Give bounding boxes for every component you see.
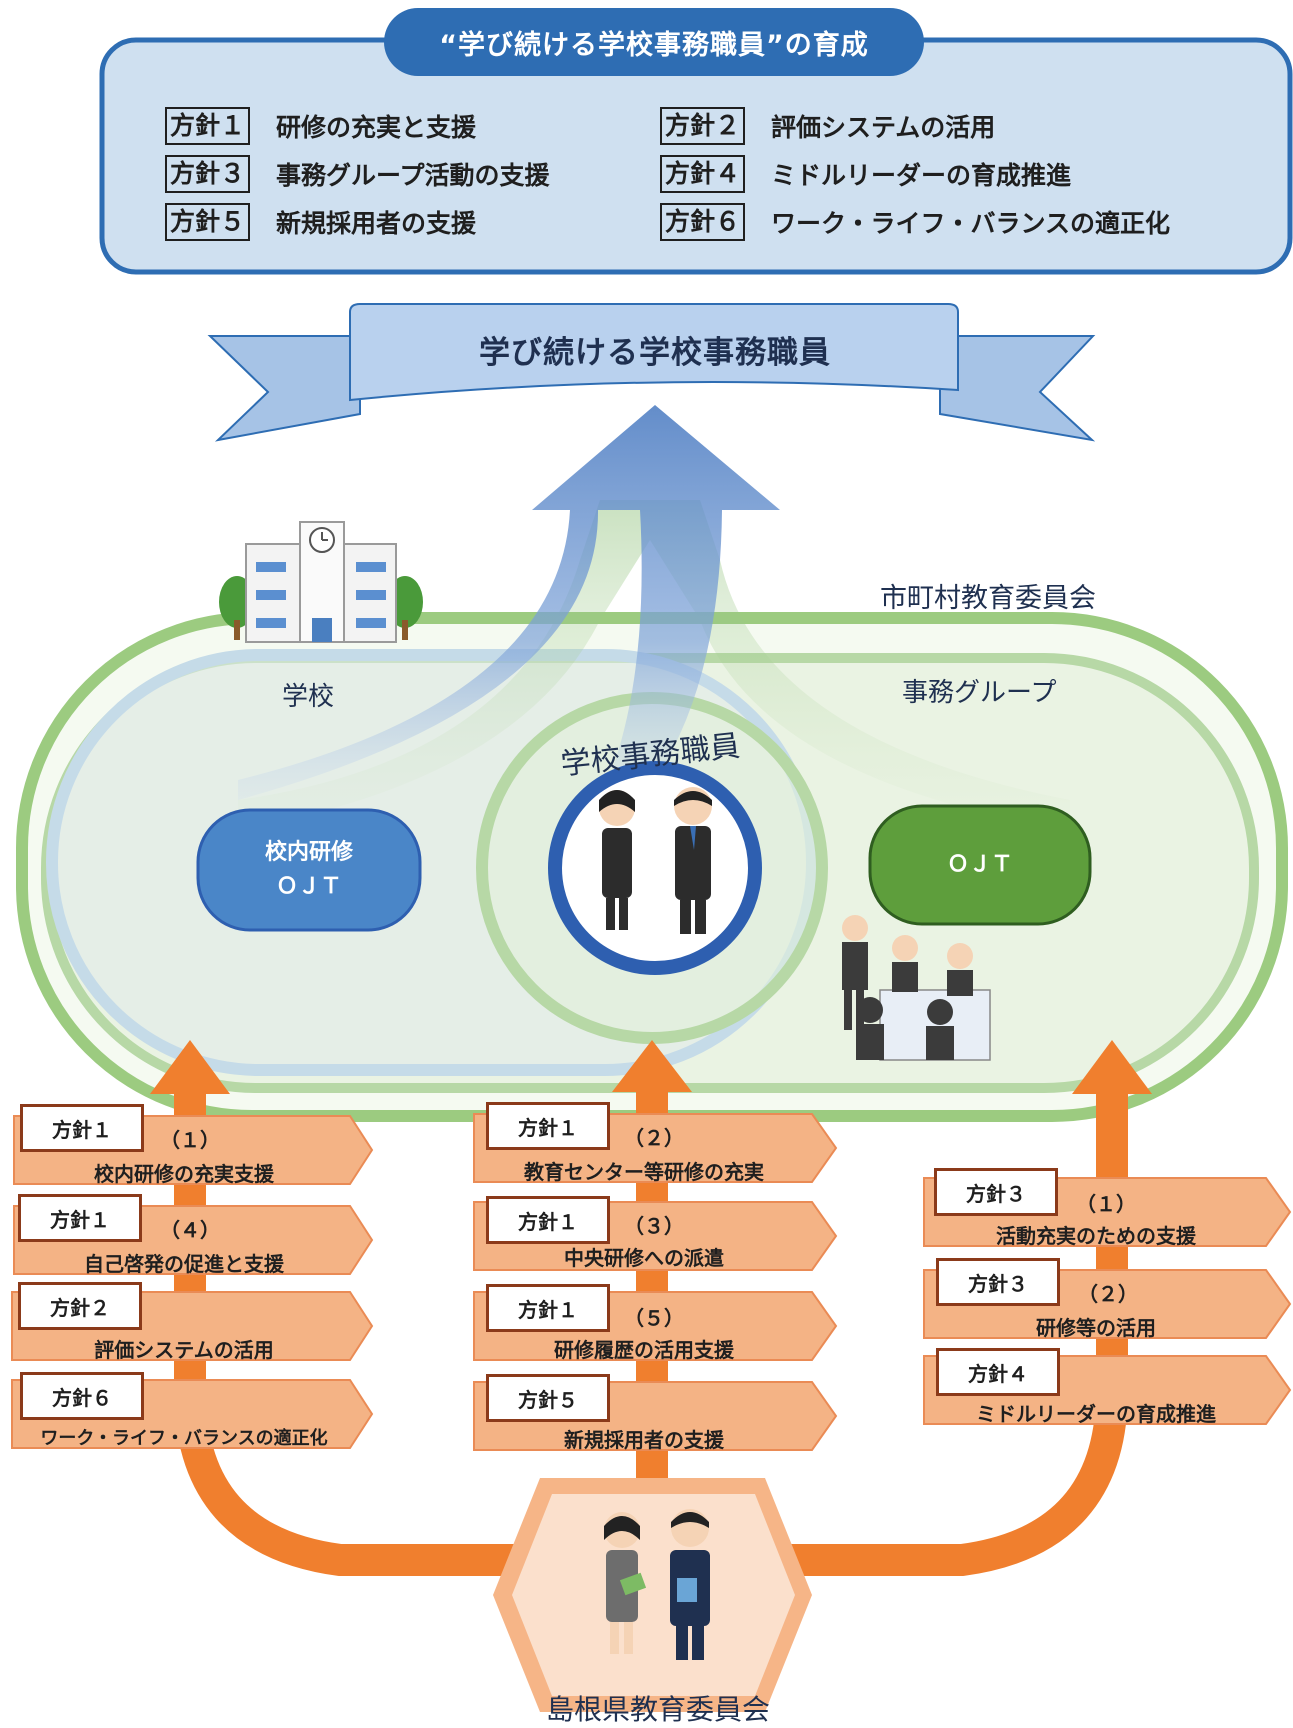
- policy-tag: 方針６: [660, 203, 746, 241]
- policy-tag: 方針５: [165, 203, 251, 241]
- policy-list-left: 方針１ 研修の充実と支援 方針３ 事務グループ活動の支援 方針５ 新規採用者の支…: [165, 106, 550, 242]
- jimu-group-label: 事務グループ: [902, 678, 1057, 708]
- prefecture-board-label: 島根県教育委員会: [546, 1693, 771, 1726]
- card-tag: 方針３: [936, 1258, 1060, 1306]
- school-ojt-label: ＯＪＴ: [275, 874, 342, 899]
- card-text: 自己啓発の促進と支援: [84, 1252, 284, 1276]
- policy-item: 方針４ ミドルリーダーの育成推進: [660, 154, 1170, 194]
- prefecture-staff-icon: [604, 1509, 710, 1660]
- school-label: 学校: [282, 682, 335, 712]
- school-ojt-text: 校内研修 ＯＪＴ: [198, 836, 420, 904]
- policy-tag: 方針１: [165, 107, 251, 145]
- card-num: （２）: [1078, 1282, 1138, 1306]
- card-text: ミドルリーダーの育成推進: [976, 1402, 1216, 1426]
- card-tag: 方針１: [486, 1102, 610, 1150]
- card-text: 研修履歴の活用支援: [554, 1338, 734, 1362]
- card-text: 校内研修の充実支援: [94, 1162, 274, 1186]
- card-num: （１）: [160, 1128, 220, 1152]
- card-text: 新規採用者の支援: [564, 1428, 724, 1452]
- card-tag: 方針１: [20, 1104, 144, 1152]
- card-num: （５）: [624, 1306, 684, 1330]
- card-num: （３）: [624, 1214, 684, 1238]
- card-tag: 方針５: [486, 1374, 610, 1422]
- policy-list-right: 方針２ 評価システムの活用 方針４ ミドルリーダーの育成推進 方針６ ワーク・ラ…: [660, 106, 1170, 242]
- policy-text: ミドルリーダーの育成推進: [771, 161, 1072, 190]
- school-ojt-pill: [196, 808, 422, 932]
- card-text: ワーク・ライフ・バランスの適正化: [40, 1428, 328, 1449]
- staff-figures-icon: [599, 787, 712, 934]
- ribbon: [207, 303, 1096, 442]
- ribbon-text: 学び続ける学校事務職員: [479, 335, 831, 371]
- school-building-icon: [219, 521, 423, 643]
- policy-item: 方針１ 研修の充実と支援: [165, 106, 550, 146]
- card-text: 中央研修への派遣: [564, 1246, 724, 1270]
- card-tag: 方針３: [934, 1168, 1058, 1216]
- card-tag: 方針１: [486, 1284, 610, 1332]
- card-num: （４）: [160, 1218, 220, 1242]
- group-ojt-pill: [868, 804, 1092, 926]
- policy-tag: 方針４: [660, 155, 746, 193]
- policy-text: 新規採用者の支援: [276, 209, 477, 238]
- school-training-label: 校内研修: [264, 840, 353, 865]
- policy-text: 評価システムの活用: [771, 113, 996, 142]
- card-num: （１）: [1076, 1192, 1136, 1216]
- policy-text: 事務グループ活動の支援: [276, 161, 550, 190]
- card-num: （２）: [624, 1126, 684, 1150]
- policy-item: 方針６ ワーク・ライフ・バランスの適正化: [660, 202, 1170, 242]
- policy-item: 方針２ 評価システムの活用: [660, 106, 1170, 146]
- up-arrow: [238, 405, 780, 800]
- main-title: “学び続ける学校事務職員”の育成: [384, 8, 924, 76]
- card-tag: 方針２: [18, 1282, 142, 1330]
- card-tag: 方針１: [18, 1194, 142, 1242]
- staff-circle: [548, 761, 762, 975]
- card-tag: 方針４: [936, 1348, 1060, 1396]
- card-text: 評価システムの活用: [94, 1338, 274, 1362]
- card-tag: 方針６: [20, 1372, 144, 1420]
- card-text: 教育センター等研修の充実: [524, 1160, 764, 1184]
- card-text: 研修等の活用: [1036, 1316, 1156, 1340]
- meeting-group-icon: [842, 915, 991, 1061]
- policy-item: 方針５ 新規採用者の支援: [165, 202, 550, 242]
- policy-text: ワーク・ライフ・バランスの適正化: [771, 209, 1171, 238]
- municipal-board-label: 市町村教育委員会: [880, 583, 1096, 614]
- policy-tag: 方針３: [165, 155, 251, 193]
- policy-tag: 方針２: [660, 107, 746, 145]
- card-text: 活動充実のための支援: [996, 1224, 1196, 1248]
- group-ojt-text: ＯＪＴ: [946, 852, 1013, 877]
- policy-item: 方針３ 事務グループ活動の支援: [165, 154, 550, 194]
- policy-text: 研修の充実と支援: [276, 113, 477, 142]
- card-tag: 方針１: [486, 1196, 610, 1244]
